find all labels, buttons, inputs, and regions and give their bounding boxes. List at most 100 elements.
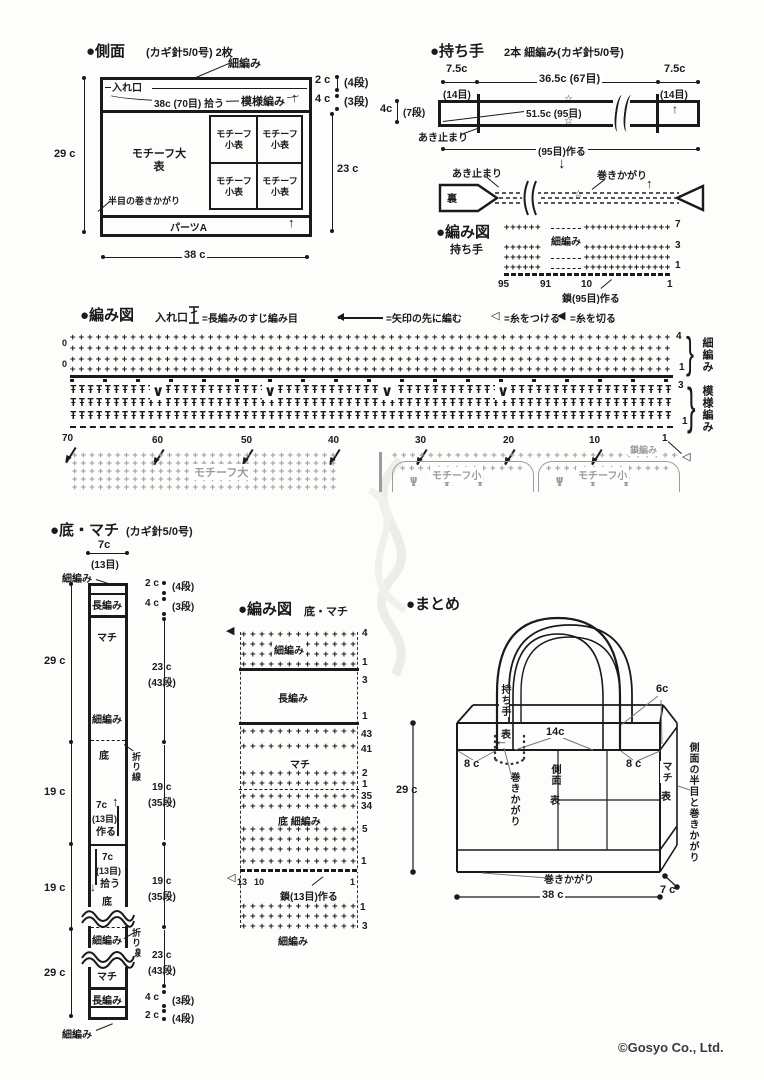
sc-row: +++++++++++++ — [241, 630, 360, 640]
legend-text: =矢印の先に編む — [386, 314, 462, 325]
dim-4c: 4 c — [145, 992, 159, 1003]
sc-row: +++++++++++++ — [241, 742, 360, 752]
sc-row: +++++++++++++ — [241, 769, 360, 779]
sc-row: +++++++++++++ — [241, 912, 360, 922]
fold-line-label: 折り線 — [131, 928, 141, 958]
dim-line — [397, 102, 399, 121]
bag-handle-label: 持ち手 — [499, 684, 510, 717]
handle-chart-title: ●編み図 — [436, 224, 491, 241]
gusset-sc-label-top: 細編み — [62, 574, 92, 585]
stitch-number: 1 — [667, 279, 673, 290]
stitch-number: 30 — [415, 435, 427, 446]
gusset-sc-label-bottom: 細編み — [62, 1030, 92, 1041]
dim-dot — [69, 740, 73, 744]
motif-large-label: モチーフ大表 — [131, 148, 187, 173]
dim-35rows: (35段) — [148, 798, 176, 809]
stitch-number: 10 — [581, 279, 593, 290]
star-icon: ☆ — [564, 94, 573, 105]
gusset-machi-bottom: マチ — [97, 972, 117, 983]
dim-line — [71, 585, 73, 1014]
dim-8c-left: 8 c — [464, 758, 480, 770]
stitch-row: ++++++++++++++ — [584, 243, 672, 253]
dim-dot — [69, 582, 73, 586]
watermark-swirl — [368, 456, 407, 678]
band-line — [91, 987, 125, 990]
up-arrow-icon: ↑ — [646, 176, 653, 191]
motif-gray-row: +++++++++++++++++++++++++++++++ — [72, 483, 340, 493]
down-arrow-icon: ↓ — [90, 880, 96, 894]
foundation-dashed-line — [70, 426, 673, 428]
stitch-row: ++++++++++++++ — [584, 223, 672, 233]
stitch-number: 10 — [589, 435, 601, 446]
stitch-number: 91 — [540, 279, 552, 290]
dim-dot — [335, 88, 339, 92]
motif-gray-row: +++++++++++++++++++++++++++++++ — [72, 451, 340, 461]
dim-2c: 2 c — [315, 74, 331, 86]
motif-gray-row: +++++++++++++++++++++++++++++++ — [72, 475, 340, 485]
row-number: 7 — [675, 219, 681, 230]
dim-dot — [162, 612, 166, 616]
dim-4rows: (4段) — [172, 582, 195, 593]
dim-dot — [162, 591, 166, 595]
dim-dot — [82, 76, 86, 80]
attach-yarn-triangle-icon: ◁ — [227, 872, 236, 884]
star-icon: ☆ — [564, 116, 573, 127]
fold-line — [91, 927, 125, 928]
stitch-row: ++++++ — [504, 243, 542, 253]
dim-dot — [86, 551, 90, 555]
row-number: 3 — [675, 240, 681, 251]
dim-29c-2: 29 c — [44, 967, 66, 979]
dim-38c: 38 c — [182, 249, 208, 261]
bag-assembly-drawing — [410, 616, 691, 900]
dim-4c-note: (3段) — [344, 96, 369, 108]
dim-4rows: (4段) — [172, 1014, 195, 1025]
stitch-row: ++++++++++++++ — [584, 253, 672, 263]
dim-dot — [162, 597, 166, 601]
band-line — [91, 593, 125, 595]
stitch-row: ++++++ — [504, 263, 542, 273]
dim-2c: 2 c — [145, 578, 159, 589]
band-line — [91, 615, 125, 618]
dim-line — [164, 745, 166, 840]
arrow-line — [95, 849, 97, 885]
bag-gusset-label2: 表 — [661, 788, 671, 803]
row-number: 1 — [682, 416, 688, 427]
motif-small-label: モチーフ小表 — [216, 176, 252, 197]
left-arrow-icon: ← — [495, 733, 508, 748]
row-number: 1 — [362, 711, 368, 722]
dim-dot — [696, 147, 700, 151]
stitch-number: 70 — [62, 433, 74, 444]
side-parts-label: パーツA — [170, 223, 208, 234]
folded-handle-drawing — [438, 180, 705, 216]
dim-line — [164, 845, 166, 925]
gusset-title: ●底・マチ — [50, 522, 120, 539]
up-arrow-icon: ↑ — [672, 102, 678, 116]
stitch-number: 13 — [237, 877, 248, 887]
assembly-title: ●まとめ — [406, 596, 461, 613]
line — [105, 87, 111, 89]
dim-dot — [125, 551, 129, 555]
motif-small-label: モチーフ小表 — [262, 129, 298, 150]
sc-row: +++++++++++++ — [241, 779, 360, 789]
gusset-make-13st: (13目) — [92, 814, 118, 824]
dim-51-5c: 51.5c (95目) — [524, 105, 584, 120]
dim-dot — [330, 112, 334, 116]
stitch-row: ++++++ — [504, 253, 542, 263]
dim-dot — [162, 990, 166, 994]
stitch-number: 20 — [503, 435, 515, 446]
dc-row: ŦŦŦŦŦŦŦŦŦŦŦŦŦŦŦŦŦŦŦŦŦŦŦŦŦŦŦŦŦŦŦŦŦŦŦŦŦŦŦŦ… — [70, 409, 674, 422]
sc-section-label: 細編み — [701, 337, 713, 373]
dim-dot — [162, 984, 166, 988]
stitch-number: 50 — [241, 435, 253, 446]
gusset-dc-band-top: 長編み — [92, 601, 122, 612]
dim-line — [89, 553, 127, 555]
dim-dot — [162, 1009, 166, 1013]
dim-29c: 29 c — [396, 784, 418, 796]
chart-sc-label-bottom: 細編み — [278, 937, 308, 948]
up-arrow-icon: ↑ — [288, 215, 295, 230]
bag-side-label: 側面 — [549, 764, 560, 786]
dim-7c-top: 7c — [98, 539, 111, 551]
dim-38c: 38 c — [540, 889, 566, 901]
decrease-cluster: ∨ — [379, 382, 396, 400]
dim-7c: 7 c — [660, 884, 676, 896]
